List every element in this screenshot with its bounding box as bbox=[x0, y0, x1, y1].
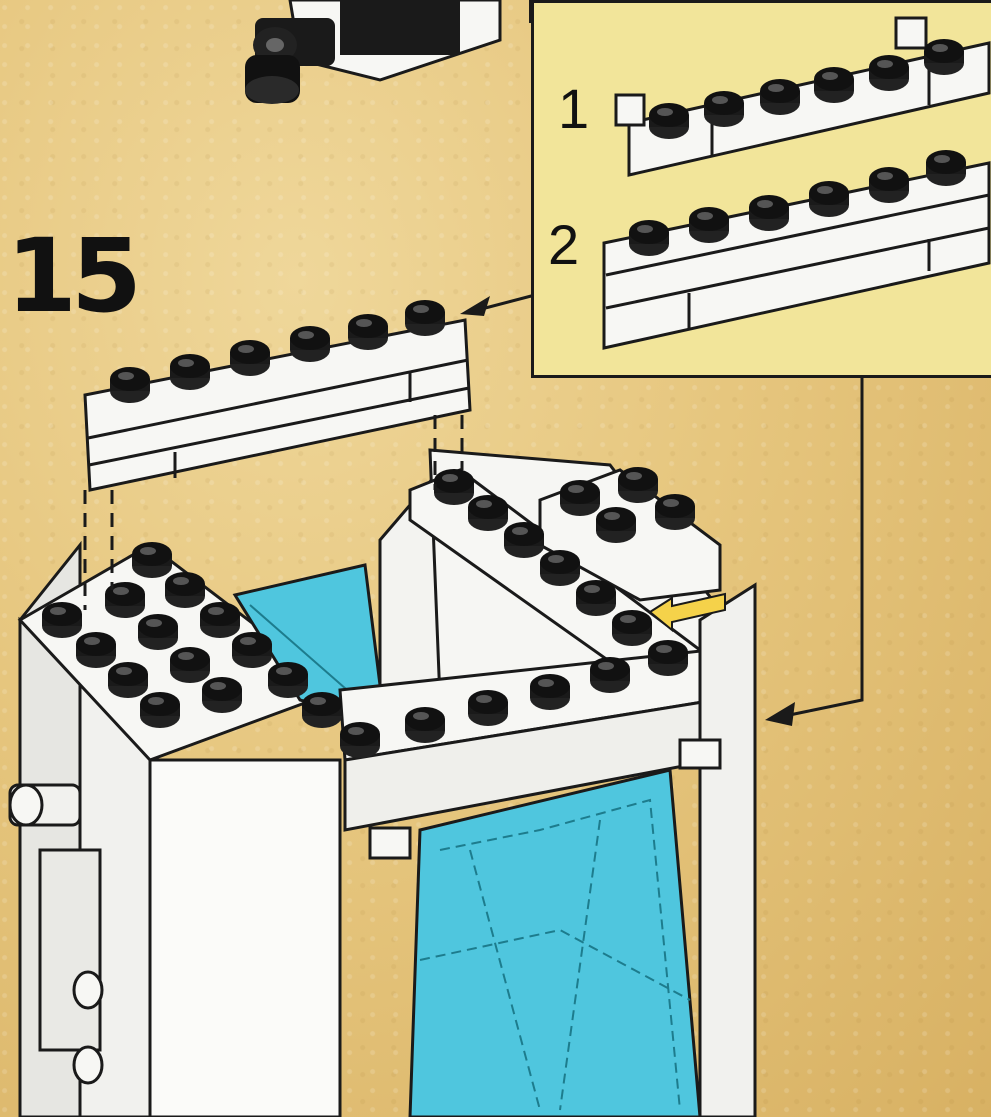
black-hinge-piece bbox=[245, 18, 335, 104]
substep-2-brick bbox=[604, 150, 989, 348]
main-assembly bbox=[10, 450, 755, 1117]
substep-1-brick bbox=[616, 18, 989, 175]
upper-assembly-fragment bbox=[245, 0, 565, 104]
substep-illustrations bbox=[534, 3, 991, 381]
step-number: 15 bbox=[6, 226, 136, 328]
substep-callout: 1 2 bbox=[531, 0, 991, 378]
